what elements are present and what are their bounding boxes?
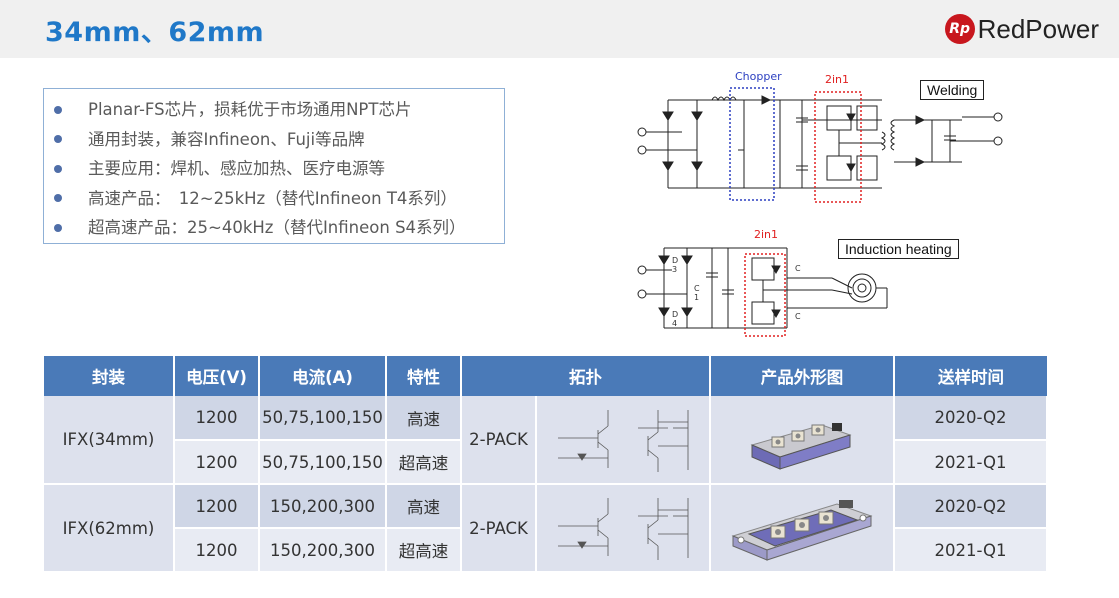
induction-schematic-icon	[637, 247, 888, 337]
feature-item: 通用封装，兼容Infineon、Fuji等品牌	[54, 125, 504, 155]
table-row: IFX(62mm) 1200 150,200,300 高速 2-PACK	[44, 484, 1048, 573]
igbt-module-62mm-icon	[731, 500, 873, 561]
c-label-top: C	[795, 264, 801, 273]
welding-label: Welding	[920, 80, 985, 100]
bullet-icon	[54, 194, 62, 203]
sample-cell: 2021-Q1	[894, 528, 1048, 573]
sample-cell: 2021-Q1	[894, 440, 1048, 485]
col-current: 电流(A)	[259, 356, 387, 396]
table-row: 1200 50,75,100,150 超高速 2021-Q1	[44, 440, 1048, 485]
logo-badge-icon: Rp	[944, 14, 975, 44]
feature-cell: 高速	[386, 484, 462, 529]
logo-text: RedPower	[977, 13, 1099, 44]
package-cell: IFX(62mm)	[44, 484, 175, 573]
voltage-cell: 1200	[174, 396, 260, 441]
bullet-icon	[54, 105, 62, 114]
half-bridge-diagram-icon	[558, 498, 689, 560]
current-cell: 50,75,100,150	[259, 396, 387, 441]
induction-circuit: 2in1 D3 D4 C1 C C Induction heating	[632, 228, 982, 340]
feature-cell: 超高速	[386, 440, 462, 485]
topology-diagram	[536, 396, 711, 485]
col-voltage: 电压(V)	[174, 356, 260, 396]
page-title: 34mm、62mm	[45, 17, 265, 48]
current-cell: 50,75,100,150	[259, 440, 387, 485]
redpower-logo: Rp RedPower	[944, 12, 1099, 46]
twoin1-label-top: 2in1	[825, 73, 850, 86]
welding-schematic-icon	[637, 87, 1003, 203]
bullet-icon	[54, 223, 62, 232]
topology-diagram	[536, 484, 711, 573]
feature-text: 高速产品： 12~25kHz（替代Infineon T4系列）	[88, 188, 457, 208]
feature-text: 主要应用：焊机、感应加热、医疗电源等	[88, 159, 385, 178]
feature-item: 高速产品： 12~25kHz（替代Infineon T4系列）	[54, 184, 504, 214]
col-topology: 拓扑	[461, 356, 711, 396]
col-product-image: 产品外形图	[710, 356, 895, 396]
igbt-module-34mm-icon	[750, 422, 852, 470]
package-cell: IFX(34mm)	[44, 396, 175, 485]
feature-text: Planar-FS芯片，损耗优于市场通用NPT芯片	[88, 100, 412, 119]
product-photo-34mm	[710, 396, 895, 485]
voltage-cell: 1200	[174, 440, 260, 485]
feature-cell: 超高速	[386, 528, 462, 573]
c-label-bottom: C	[795, 312, 801, 321]
chopper-label: Chopper	[735, 70, 782, 83]
feature-list-box: Planar-FS芯片，损耗优于市场通用NPT芯片 通用封装，兼容Infineo…	[43, 88, 505, 244]
sample-cell: 2020-Q2	[894, 484, 1048, 529]
product-photo-62mm	[710, 484, 895, 573]
current-cell: 150,200,300	[259, 528, 387, 573]
welding-circuit: Chopper 2in1 Welding	[632, 70, 1012, 210]
feature-item: Planar-FS芯片，损耗优于市场通用NPT芯片	[54, 95, 504, 125]
sample-cell: 2020-Q2	[894, 396, 1048, 441]
col-feature: 特性	[386, 356, 462, 396]
table-row: 1200 150,200,300 超高速 2021-Q1	[44, 528, 1048, 573]
c1-label: C1	[694, 284, 700, 302]
feature-item: 主要应用：焊机、感应加热、医疗电源等	[54, 154, 504, 184]
induction-heating-label: Induction heating	[838, 239, 959, 259]
voltage-cell: 1200	[174, 484, 260, 529]
header-bar: 34mm、62mm Rp RedPower	[0, 0, 1119, 58]
product-table: 封装 电压(V) 电流(A) 特性 拓扑 产品外形图 送样时间 IFX(34mm…	[44, 356, 1048, 573]
col-package: 封装	[44, 356, 175, 396]
voltage-cell: 1200	[174, 528, 260, 573]
table-header-row: 封装 电压(V) 电流(A) 特性 拓扑 产品外形图 送样时间	[44, 356, 1047, 396]
bullet-icon	[54, 164, 62, 173]
topology-cell: 2-PACK	[461, 484, 537, 573]
feature-text: 通用封装，兼容Infineon、Fuji等品牌	[88, 129, 365, 149]
feature-text: 超高速产品：25~40kHz（替代Infineon S4系列）	[88, 218, 466, 237]
topology-cell: 2-PACK	[461, 396, 537, 485]
d4-label: D4	[672, 310, 679, 328]
twoin1-label-bottom: 2in1	[754, 228, 779, 241]
table-row: IFX(34mm) 1200 50,75,100,150 高速 2-PACK	[44, 396, 1048, 485]
current-cell: 150,200,300	[259, 484, 387, 529]
feature-item: 超高速产品：25~40kHz（替代Infineon S4系列）	[54, 213, 504, 243]
half-bridge-diagram-icon	[558, 409, 689, 472]
bullet-icon	[54, 135, 62, 144]
d3-label: D3	[672, 256, 679, 274]
feature-cell: 高速	[386, 396, 462, 441]
col-sample-time: 送样时间	[894, 356, 1047, 396]
